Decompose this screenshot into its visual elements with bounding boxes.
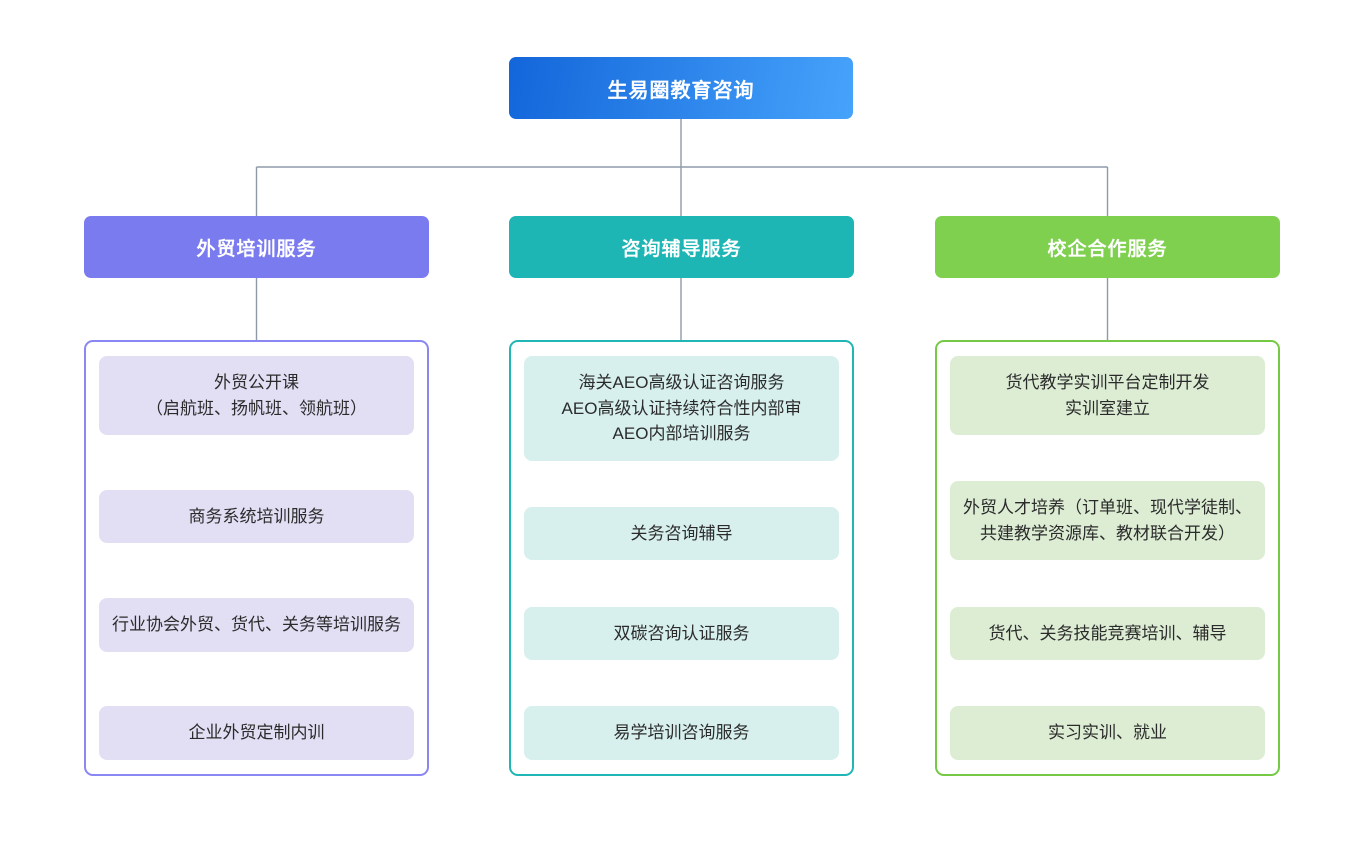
leaf-item[interactable]: 易学培训咨询服务: [524, 706, 839, 760]
root-node-label: 生易圈教育咨询: [607, 79, 755, 102]
leaf-item-line: 易学培训咨询服务: [613, 723, 750, 743]
leaf-item[interactable]: 实习实训、就业: [950, 706, 1265, 760]
leaf-item-line: AEO内部培训服务: [612, 424, 751, 443]
leaf-item[interactable]: 双碳咨询认证服务: [524, 606, 839, 661]
leaf-item-line: 海关AEO高级认证咨询服务: [578, 373, 785, 392]
leaf-item-line: 外贸公开课: [214, 373, 299, 392]
branch-panel-1: 外贸公开课 （启航班、扬帆班、领航班） 商务系统培训服务行业协会外贸、货代、关务等培…: [84, 340, 429, 776]
leaf-item-line: 外贸人才培养（订单班、现代学徒制、共建教学资源库、教材联合开发）: [963, 498, 1252, 543]
leaf-item-line: AEO高级认证持续符合性内部审: [561, 398, 802, 418]
leaf-item-line: 实训室建立: [1065, 398, 1150, 418]
leaf-item[interactable]: 外贸人才培养（订单班、现代学徒制、共建教学资源库、教材联合开发）: [950, 481, 1265, 561]
branch-column-3: 校企合作服务 货代教学实训平台定制开发实训室建立外贸人才培养（订单班、现代学徒制…: [935, 216, 1280, 776]
leaf-item-line: 货代教学实训平台定制开发: [1005, 373, 1210, 392]
branch-header-label-2: 咨询辅导服务: [621, 238, 742, 260]
leaf-item-line: 货代、关务技能竞赛培训、辅导: [988, 623, 1227, 643]
leaf-item-line: 企业外贸定制内训: [188, 723, 325, 743]
leaf-item[interactable]: 行业协会外贸、货代、关务等培训服务: [99, 598, 414, 652]
branch-column-2: 咨询辅导服务 海关AEO高级认证咨询服务 AEO高级认证持续符合性内部审 AEO内部…: [509, 216, 854, 776]
leaf-item-line: 行业协会外贸、货代、关务等培训服务: [112, 615, 401, 635]
leaf-item[interactable]: 海关AEO高级认证咨询服务 AEO高级认证持续符合性内部审 AEO内部培训服务: [524, 356, 839, 461]
leaf-item[interactable]: 货代教学实训平台定制开发实训室建立: [950, 356, 1265, 435]
branch-header-label-1: 外贸培训服务: [196, 238, 317, 260]
branch-panel-2: 海关AEO高级认证咨询服务 AEO高级认证持续符合性内部审 AEO内部培训服务关务咨…: [509, 340, 854, 776]
leaf-item-line: 商务系统培训服务: [188, 506, 325, 526]
branch-panel-3: 货代教学实训平台定制开发实训室建立外贸人才培养（订单班、现代学徒制、共建教学资源…: [935, 340, 1280, 776]
branch-header-2[interactable]: 咨询辅导服务: [509, 216, 854, 278]
branch-column-1: 外贸培训服务 外贸公开课 （启航班、扬帆班、领航班） 商务系统培训服务行业协会外贸、…: [84, 216, 429, 776]
leaf-item-line: 关务咨询辅导: [630, 523, 733, 543]
branch-header-label-3: 校企合作服务: [1047, 238, 1168, 260]
leaf-item[interactable]: 企业外贸定制内训: [99, 706, 414, 760]
leaf-item[interactable]: 关务咨询辅导: [524, 506, 839, 561]
leaf-item[interactable]: 外贸公开课 （启航班、扬帆班、领航班）: [99, 356, 414, 435]
root-node[interactable]: 生易圈教育咨询: [509, 57, 853, 119]
leaf-item-line: （启航班、扬帆班、领航班）: [146, 398, 367, 418]
branch-header-3[interactable]: 校企合作服务: [935, 216, 1280, 278]
leaf-item-line: 实习实训、就业: [1048, 723, 1167, 743]
leaf-item[interactable]: 货代、关务技能竞赛培训、辅导: [950, 606, 1265, 661]
leaf-item-line: 双碳咨询认证服务: [613, 623, 750, 643]
branch-header-1[interactable]: 外贸培训服务: [84, 216, 429, 278]
leaf-item[interactable]: 商务系统培训服务: [99, 489, 414, 544]
